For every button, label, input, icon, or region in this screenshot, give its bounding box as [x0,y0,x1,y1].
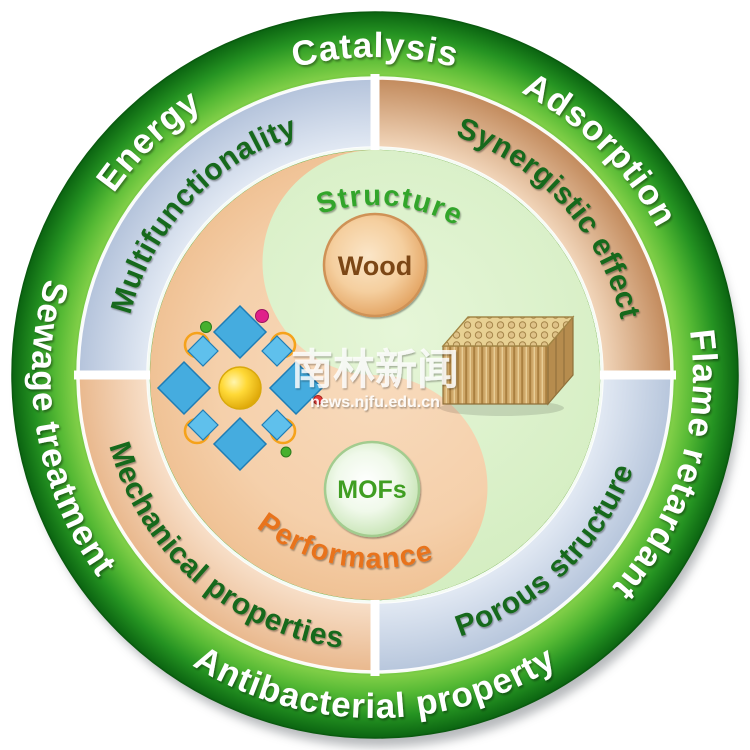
metal-cluster-polyhedron-small [261,335,293,367]
wood-label: Wood [338,251,412,281]
metal-cluster-polyhedron [212,304,268,360]
mofs-node: MOFs [323,440,421,538]
quadrant-bottom-right [375,375,672,672]
quadrant-top-left [78,78,375,375]
metal-cluster-polyhedron [212,416,268,472]
watermark: 南林新闻 news.njfu.edu.cn [291,346,459,411]
metal-node-sphere [218,366,262,410]
metal-cluster-polyhedron-small [261,409,293,441]
porous-wood-block-illustration [440,315,575,416]
metal-cluster-polyhedron-small [187,335,219,367]
mofs-label: MOFs [337,476,406,504]
watermark-title: 南林新闻 [291,346,459,393]
wood-top-honeycomb [441,316,575,347]
quadrant-bottom-left [78,375,375,672]
quadrant-top-right [375,78,672,375]
wood-circle [322,212,428,318]
metal-cluster-polyhedron-small [187,409,219,441]
mof-crystal-structure-illustration [156,304,324,472]
guest-ion-sphere [280,446,292,458]
guest-ion-sphere [255,309,269,323]
guest-ion-sphere [200,321,212,333]
guest-ion-sphere [313,395,323,405]
watermark-url: news.njfu.edu.cn [310,394,440,411]
mofs-circle [323,440,421,538]
metal-cluster-polyhedron [156,360,212,416]
metal-cluster-polyhedron [268,360,324,416]
wood-node: Wood [322,212,428,318]
